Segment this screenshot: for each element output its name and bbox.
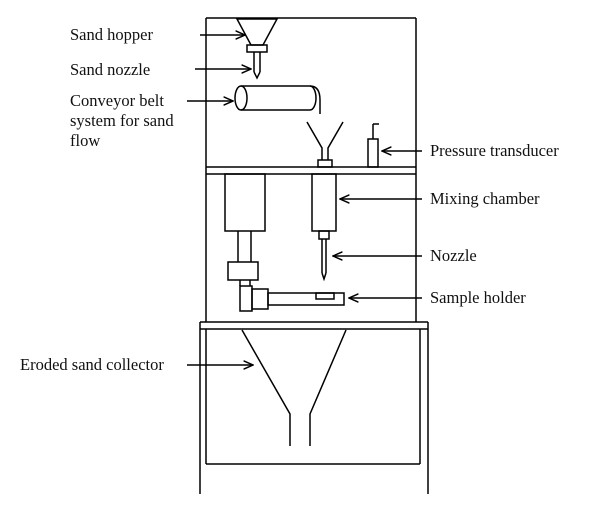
shelf-plate xyxy=(206,166,416,175)
lower-cabinet xyxy=(199,321,429,494)
sample-holder xyxy=(239,285,345,312)
mixing-chamber xyxy=(311,173,337,240)
conveyor-belt-cylinder xyxy=(234,85,321,114)
label-conveyor-line1: Conveyor belt xyxy=(70,91,164,110)
label-conveyor-line2: system for sand xyxy=(70,111,174,130)
eroded-sand-collector xyxy=(241,329,347,446)
label-eroded-sand-collector: Eroded sand collector xyxy=(20,355,164,374)
label-sand-hopper: Sand hopper xyxy=(70,25,153,44)
label-sand-nozzle: Sand nozzle xyxy=(70,60,150,79)
leader-arrows xyxy=(187,35,422,365)
label-mixing-chamber: Mixing chamber xyxy=(430,189,540,208)
nozzle xyxy=(321,239,327,282)
label-nozzle: Nozzle xyxy=(430,246,477,265)
label-sample-holder: Sample holder xyxy=(430,288,526,307)
label-conveyor-line3: flow xyxy=(70,131,100,150)
upper-cabinet xyxy=(205,17,417,322)
sand-nozzle xyxy=(253,52,261,80)
sand-hopper xyxy=(235,18,279,53)
left-cylinder-assembly xyxy=(224,173,266,286)
pressure-transducer xyxy=(367,123,379,168)
feed-funnel xyxy=(306,121,344,168)
label-pressure-transducer: Pressure transducer xyxy=(430,141,559,160)
